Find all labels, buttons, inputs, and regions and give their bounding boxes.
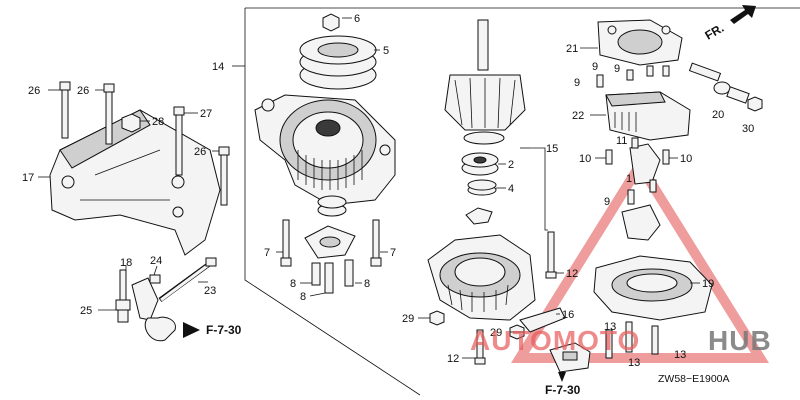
bolt-18-25 (115, 269, 131, 323)
nut-28 (121, 113, 141, 133)
rear-cover-19 (593, 255, 713, 321)
brush-holder-21 (597, 19, 683, 66)
pulley-5 (299, 35, 377, 90)
front-direction: FR. (703, 5, 756, 43)
bolt-12-bottom (474, 329, 486, 365)
callout-8-b: 8 (300, 291, 306, 303)
terminal-connector (549, 342, 591, 373)
callout-30: 30 (742, 123, 754, 135)
callout-9-b: 9 (574, 77, 580, 89)
front-bearing (317, 195, 347, 217)
callout-8-a: 8 (290, 278, 296, 290)
bolt-13-b (625, 321, 633, 353)
callout-17: 17 (22, 172, 34, 184)
callout-20: 20 (712, 109, 724, 121)
callout-12-top: 12 (566, 268, 578, 280)
screw-8-b (324, 262, 334, 294)
callout-10-left: 10 (579, 153, 591, 165)
callout-13-a: 13 (604, 321, 616, 333)
callout-18: 18 (120, 257, 132, 269)
bolt-23 (158, 257, 217, 303)
rear-housing (427, 234, 536, 321)
callout-27: 27 (200, 108, 212, 120)
bolt-26-right (218, 146, 230, 206)
callout-9-d: 9 (604, 196, 610, 208)
callout-9-c: 9 (614, 63, 620, 75)
callout-4: 4 (508, 183, 514, 195)
alternator-front-housing (254, 94, 396, 206)
callout-12-bottom: 12 (447, 353, 459, 365)
small-bolts-9-10-11 (605, 137, 670, 205)
reference-left: F-7-30 (183, 322, 242, 338)
bolt-26-mid (103, 83, 115, 145)
rectifier-1 (629, 143, 661, 185)
bearing-retainer (304, 225, 356, 259)
callout-26-mid: 26 (77, 85, 89, 97)
plate-16 (519, 307, 566, 333)
callout-21: 21 (566, 43, 578, 55)
nut-24 (149, 274, 161, 284)
watermark-part2: HUB (708, 325, 772, 356)
front-direction-label: FR. (703, 21, 727, 43)
reference-bottom: F-7-30 (545, 372, 581, 397)
callout-25: 25 (80, 305, 92, 317)
callout-9-a: 9 (592, 61, 598, 73)
callout-6: 6 (354, 13, 360, 25)
callout-24: 24 (150, 255, 162, 267)
rotor-assembly (444, 19, 526, 145)
callout-7-left: 7 (264, 247, 270, 259)
callout-19: 19 (702, 278, 714, 290)
callout-5: 5 (383, 45, 389, 57)
bearing-2 (461, 152, 499, 176)
nut-30 (747, 96, 763, 112)
bolt-7-left (280, 219, 292, 267)
nut-6 (322, 13, 340, 32)
callout-28: 28 (152, 116, 164, 128)
nut-29-left (429, 310, 445, 326)
assembly-frame-left (244, 8, 421, 396)
bolt-12-top (545, 231, 557, 279)
callout-26-right: 26 (194, 146, 206, 158)
bolt-13-c (651, 325, 659, 355)
leader-lines (38, 17, 700, 359)
screw-8-c (344, 259, 354, 287)
callout-23: 23 (204, 285, 216, 297)
clip-ring (465, 207, 493, 225)
reference-left-label: F-7-30 (206, 323, 242, 337)
callout-1: 1 (626, 173, 632, 185)
callout-2: 2 (508, 159, 514, 171)
callout-29-right: 29 (490, 327, 502, 339)
callout-numbers: 6 5 14 26 26 28 27 26 17 18 24 23 25 7 7… (22, 13, 754, 369)
screws-9-group (596, 65, 670, 88)
callout-7-right: 7 (390, 247, 396, 259)
diagram-code: ZW58−E1900A (658, 373, 730, 385)
callout-29-left: 29 (402, 313, 414, 325)
screw-8-a (311, 262, 321, 286)
callout-10-right: 10 (680, 153, 692, 165)
bolt-27 (173, 106, 185, 176)
watermark-text: AUTOMOTO HUB (470, 325, 772, 356)
bolt-26-left (59, 81, 71, 139)
bolt-13-a (605, 329, 613, 359)
insulator-4 (467, 179, 497, 196)
lower-bracket (131, 277, 176, 342)
watermark-part1: AUTOMOTO (470, 325, 640, 356)
bolt-7-right (370, 219, 382, 267)
regulator-22 (605, 91, 691, 141)
terminal-bolt-20 (688, 62, 750, 104)
watermark-triangle (511, 155, 769, 363)
alternator-bracket (49, 109, 221, 256)
callout-16: 16 (562, 309, 574, 321)
reference-bottom-label: F-7-30 (545, 383, 581, 397)
callout-22: 22 (572, 110, 584, 122)
callout-14: 14 (212, 61, 224, 73)
callout-13-c: 13 (674, 349, 686, 361)
callout-15: 15 (546, 143, 558, 155)
callout-11: 11 (616, 135, 627, 147)
callout-13-b: 13 (628, 357, 640, 369)
diode-bracket (621, 204, 661, 241)
callout-8-c: 8 (364, 278, 370, 290)
callout-26-left: 26 (28, 85, 40, 97)
